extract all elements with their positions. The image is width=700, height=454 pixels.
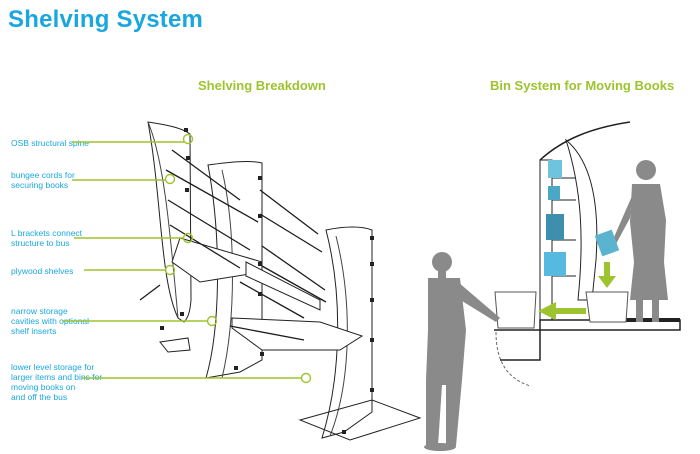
held-book — [594, 229, 620, 257]
shelving-breakdown-heading: Shelving Breakdown — [198, 78, 326, 93]
book — [546, 214, 564, 240]
shelving-exploded-drawing — [147, 121, 422, 441]
bungee-cords — [139, 149, 327, 341]
book — [548, 160, 562, 178]
callout-leaders — [62, 133, 312, 384]
bin-system-heading: Bin System for Moving Books — [490, 78, 675, 93]
person-inside-figure — [612, 160, 668, 322]
bus-section-drawing — [494, 121, 681, 387]
l-bracket-hardware — [160, 128, 374, 434]
callout-lower-storage: lower level storage for larger items and… — [11, 362, 103, 402]
plywood-shelf-upper — [171, 237, 263, 283]
book — [544, 252, 566, 276]
book — [548, 186, 560, 200]
bin-left — [494, 291, 537, 329]
callout-bungee-cords: bungee cords for securing books — [11, 170, 75, 190]
bin-arrows — [538, 262, 616, 320]
page-title: Shelving System — [8, 6, 204, 33]
bin-right — [585, 291, 629, 323]
bus-roof — [539, 121, 631, 161]
callout-osb-spine: OSB structural spine — [11, 138, 89, 148]
osb-spine-panel — [147, 121, 192, 323]
callout-plywood-shelves: plywood shelves — [11, 266, 74, 276]
plywood-shelf-lower — [231, 317, 364, 351]
person-outside-figure — [424, 252, 500, 451]
callout-l-brackets: L brackets connect structure to bus — [11, 228, 83, 248]
